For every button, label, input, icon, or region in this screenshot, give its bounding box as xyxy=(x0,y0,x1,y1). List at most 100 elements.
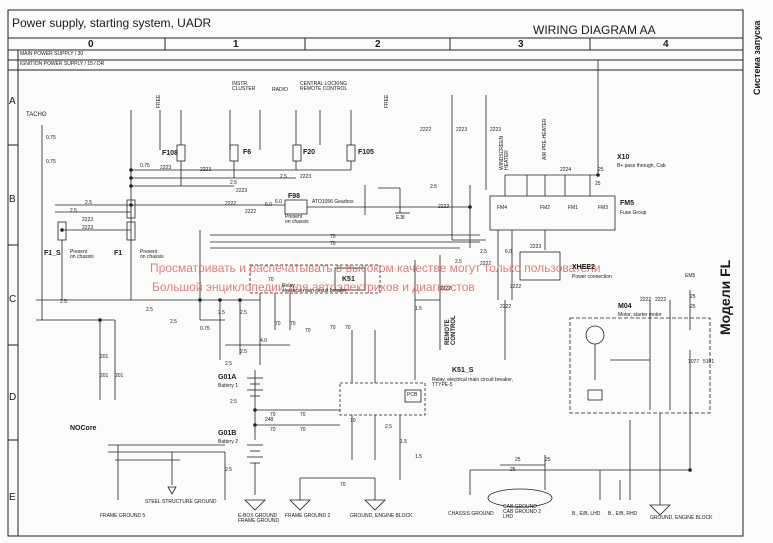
ej8-label: EJ8 xyxy=(396,215,405,221)
fm1-label: FM1 xyxy=(568,205,578,211)
tacho-label: TACHO xyxy=(26,112,47,118)
chassis-ground-label: CHASSIS GROUND xyxy=(448,511,494,517)
wire-label: 2223 xyxy=(530,244,542,250)
ignition-rail: IGNITION POWER SUPPLY / 15 / DR xyxy=(20,61,105,67)
wire-label: 2223 xyxy=(236,188,248,194)
wire-label: 25 xyxy=(690,304,696,310)
fm4-label: FM4 xyxy=(497,205,507,211)
f1-label: F1 xyxy=(114,250,123,257)
wire-label: 70 xyxy=(350,418,356,424)
radio-label: RADIO xyxy=(272,87,288,93)
f20-label: F20 xyxy=(303,149,316,156)
wire-label: 2.5 xyxy=(455,259,462,265)
central-locking-label: CENTRAL LOCKING REMOTE CONTROL xyxy=(300,81,348,92)
f98-desc: Present on chassis xyxy=(285,214,309,225)
wire-label: 1077 xyxy=(688,359,700,365)
wire-label: 2.5 xyxy=(218,310,225,316)
fm3-label: FM3 xyxy=(598,205,608,211)
g01a-desc: Battery 1 xyxy=(218,383,239,389)
wire-label: 2222 xyxy=(225,201,237,207)
air-preheater-label: AIR PRE-HEATER xyxy=(542,118,548,160)
wire-label: 2222 xyxy=(510,284,522,290)
wire-label: 2.5 xyxy=(385,424,392,430)
wire-label: 70 xyxy=(290,321,296,327)
column-1: 1 xyxy=(233,39,239,50)
f1-desc: Present on chassis xyxy=(140,249,164,260)
wire-label: 2.5 xyxy=(240,310,247,316)
wire-label: 2.5 xyxy=(170,319,177,325)
wire-label: 25 xyxy=(598,167,604,173)
wire-label: 70 xyxy=(270,412,276,418)
wire-label: 2222 xyxy=(500,304,512,310)
k51-desc: Relay, electrical main circuit breaker xyxy=(282,283,347,294)
wire-label: 2222 xyxy=(420,127,432,133)
wire-label: 201 xyxy=(100,354,109,360)
cab-ground-label: CAB GROUND CAB GROUND 2 LHD xyxy=(503,504,542,520)
f6-label: F6 xyxy=(243,149,252,156)
diagram-id: WIRING DIAGRAM AA xyxy=(533,23,656,37)
wire-label: 2.5 xyxy=(230,180,237,186)
k51s-label: K51_S xyxy=(452,367,474,374)
ebox-ground-label: E-BOX GROUND FRAME GROUND xyxy=(238,513,280,524)
wire-label: 2.5 xyxy=(240,349,247,355)
wire-label: 2223 xyxy=(300,174,312,180)
wire-label: 2223 xyxy=(160,165,172,171)
wire-label: 2222 xyxy=(655,297,667,303)
wire-label: 1.5 xyxy=(400,439,407,445)
column-2: 2 xyxy=(375,39,381,50)
fm2-label: FM2 xyxy=(540,205,550,211)
k51-label: K51 xyxy=(342,276,355,283)
k51s-desc: Relay, electrical main circuit breaker, … xyxy=(432,377,514,388)
wire-label: 70 xyxy=(340,482,346,488)
wire-label: 2.5 xyxy=(146,307,153,313)
watermark-line-1: Просматривать и распечатывать в высоком … xyxy=(150,261,601,275)
wire-label: 70 xyxy=(330,241,336,247)
column-4: 4 xyxy=(663,39,669,50)
frame-ground-5-label: FRAME GROUND 5 xyxy=(100,513,146,519)
steel-ground-label: STEEL STRUCTURE GROUND xyxy=(145,499,217,505)
ato-gearbox-label: ATO1056 Gearbox xyxy=(312,199,354,205)
free-label-2: FREE xyxy=(384,94,390,108)
wire-label: 2.5 xyxy=(85,200,92,206)
f1s-label: F1_S xyxy=(44,250,61,257)
wire-label: 2222 xyxy=(480,261,492,267)
wire-label: 2223 xyxy=(82,225,94,231)
wire-label: 2222 xyxy=(640,297,652,303)
wire-label: 2223 xyxy=(490,127,502,133)
watermark-line-2: Большой энциклопедии для автоэлектриков … xyxy=(152,280,475,294)
ground-rhd-label: B., E/B, RHD xyxy=(608,511,638,517)
wire-label: 70 xyxy=(268,277,274,283)
row-a: A xyxy=(9,96,16,107)
main-power-rail: MAIN POWER SUPPLY / 30 xyxy=(20,51,84,57)
wire-label: 2.5 xyxy=(70,208,77,214)
wire-label: 2.5 xyxy=(225,467,232,473)
wire-label: 2223 xyxy=(82,217,94,223)
wire-label: 70 xyxy=(300,412,306,418)
row-d: D xyxy=(9,392,17,403)
m04-desc: Motor, starter motor xyxy=(618,312,662,318)
g01b-desc: Battery 2 xyxy=(218,439,239,445)
wire-label: 2.5 xyxy=(480,249,487,255)
wire-label: 2.5 xyxy=(280,174,287,180)
wire-label: 70 xyxy=(330,234,336,240)
wire-label: 2223 xyxy=(200,167,212,173)
wire-label: 5101 xyxy=(703,359,715,365)
wire-label: 0.75 xyxy=(46,159,56,165)
wire-label: 70 xyxy=(330,325,336,331)
wire-label: 70 xyxy=(305,328,311,334)
wire-label: 1.5 xyxy=(415,306,422,312)
fm5-label: FM5 xyxy=(620,200,634,207)
wire-label: 6.0 xyxy=(505,249,512,255)
wire-label: 4.0 xyxy=(260,338,267,344)
wire-label: 2224 xyxy=(560,167,572,173)
free-label-1: FREE xyxy=(156,94,162,108)
wire-label: 70 xyxy=(300,427,306,433)
row-b: B xyxy=(9,194,16,205)
wire-label: 2222 xyxy=(245,209,257,215)
wire-label: 248 xyxy=(265,417,274,423)
side-models-title: Модели FL xyxy=(717,259,733,335)
wire-label: 2222 xyxy=(440,286,452,292)
wire-label: 201 xyxy=(100,373,109,379)
wire-label: 2.5 xyxy=(225,361,232,367)
